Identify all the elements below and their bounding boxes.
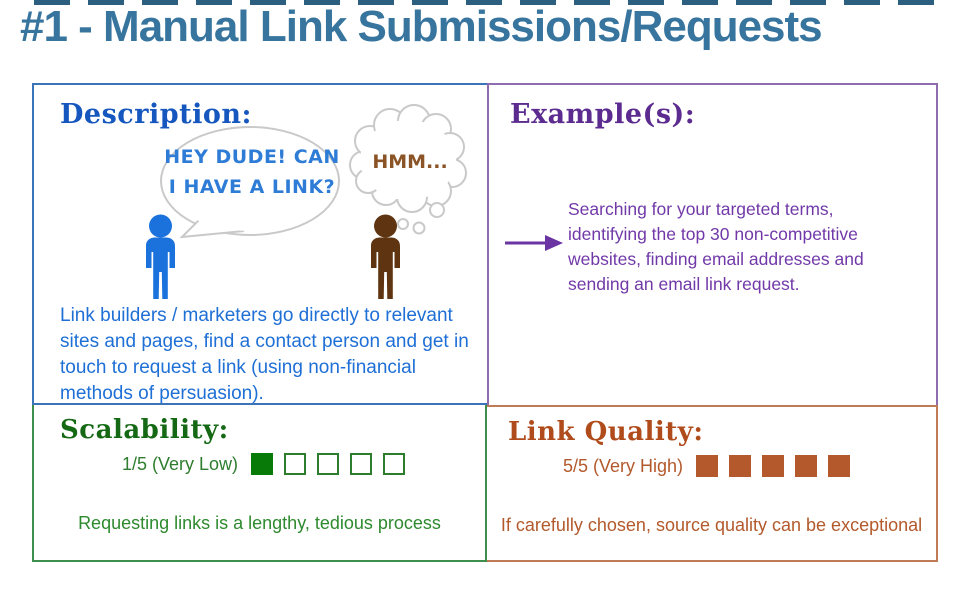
scalability-rating-label: 1/5 (Very Low) bbox=[122, 453, 239, 474]
link-quality-rating-label: 5/5 (Very High) bbox=[563, 455, 684, 476]
rating-square bbox=[696, 455, 719, 477]
scalability-caption: Requesting links is a lengthy, tedious p… bbox=[78, 513, 441, 533]
rating-square bbox=[762, 455, 785, 477]
link-quality-heading: Link Quality: bbox=[508, 417, 704, 447]
speech-bubble-shape bbox=[160, 126, 340, 239]
rating-square bbox=[350, 453, 373, 475]
description-panel: Description: HEY DUDE! CAN I HAVE A LINK… bbox=[32, 83, 487, 405]
scalability-panel: Scalability: 1/5 (Very Low) Requesting l… bbox=[32, 405, 487, 562]
thought-bubble-text: HMM... bbox=[372, 151, 448, 173]
description-heading: Description: bbox=[60, 99, 252, 130]
rating-square bbox=[795, 455, 818, 477]
speech-bubble-line1: HEY DUDE! CAN bbox=[164, 146, 340, 168]
page-title: #1 - Manual Link Submissions/Requests bbox=[20, 2, 823, 51]
speech-bubble-text: HEY DUDE! CAN I HAVE A LINK? bbox=[161, 142, 343, 202]
blue-person-icon bbox=[146, 214, 175, 299]
rating-square bbox=[383, 453, 406, 475]
scalability-rating-row: 1/5 (Very Low) bbox=[122, 453, 406, 475]
link-quality-panel: Link Quality: 5/5 (Very High) If careful… bbox=[487, 405, 938, 562]
scalability-rating-squares bbox=[251, 453, 406, 475]
link-quality-rating-row: 5/5 (Very High) bbox=[563, 455, 851, 477]
thought-cloud-shape bbox=[349, 104, 467, 235]
link-quality-rating-squares bbox=[696, 455, 851, 477]
rating-square bbox=[251, 453, 274, 475]
speech-bubble-line2: I HAVE A LINK? bbox=[168, 176, 336, 198]
link-quality-caption: If carefully chosen, source quality can … bbox=[500, 515, 923, 535]
description-body: Link builders / marketers go directly to… bbox=[60, 305, 469, 404]
scalability-heading: Scalability: bbox=[60, 415, 229, 445]
examples-body: Searching for your targeted terms, ident… bbox=[568, 199, 864, 294]
clipped-text-artifact bbox=[34, 0, 936, 5]
brown-person-icon bbox=[371, 214, 400, 299]
rating-square bbox=[729, 455, 752, 477]
description-illustration bbox=[146, 104, 467, 299]
quadrant-grid: Description: HEY DUDE! CAN I HAVE A LINK… bbox=[32, 83, 938, 562]
right-arrow-icon bbox=[505, 235, 563, 251]
examples-heading: Example(s): bbox=[510, 99, 696, 130]
examples-panel: Example(s): Searching for your targeted … bbox=[487, 83, 938, 405]
rating-square bbox=[284, 453, 307, 475]
rating-square bbox=[828, 455, 851, 477]
rating-square bbox=[317, 453, 340, 475]
